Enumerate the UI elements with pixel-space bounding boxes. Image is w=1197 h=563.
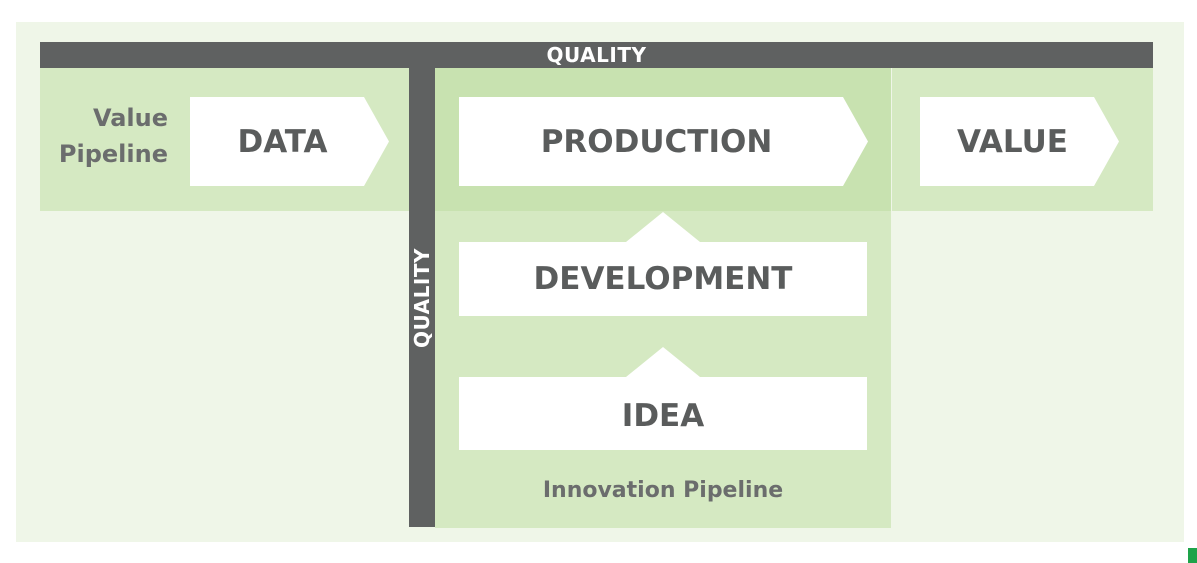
development-arrow-box: DEVELOPMENT [459,212,867,316]
data-arrow-box: DATA [190,97,389,186]
value-arrow-box: VALUE [920,97,1119,186]
idea-label: IDEA [621,397,705,434]
value-pipeline-label-line1: Value [92,104,168,132]
data-label: DATA [237,123,328,160]
value-pipeline-label-line2: Pipeline [58,140,168,168]
production-arrow-shape [459,97,868,186]
value-pipeline-label: Value Pipeline [40,100,168,172]
idea-arrow-box: IDEA [459,347,867,450]
value-label: VALUE [957,123,1068,160]
development-arrow-shape [459,212,867,316]
quality-bar-horizontal: QUALITY [40,42,1153,68]
quality-bar-vertical: QUALITY [409,68,435,527]
innovation-pipeline-label: Innovation Pipeline [542,478,784,503]
production-label: PRODUCTION [540,123,773,160]
quality-label-horizontal: QUALITY [546,43,647,67]
quality-label-vertical: QUALITY [410,247,435,348]
idea-arrow-shape [459,347,867,450]
development-label: DEVELOPMENT [533,261,793,297]
data-arrow-shape [190,97,389,186]
value-arrow-shape [920,97,1119,186]
production-arrow-box: PRODUCTION [459,97,868,186]
corner-accent-mark [1188,548,1197,563]
